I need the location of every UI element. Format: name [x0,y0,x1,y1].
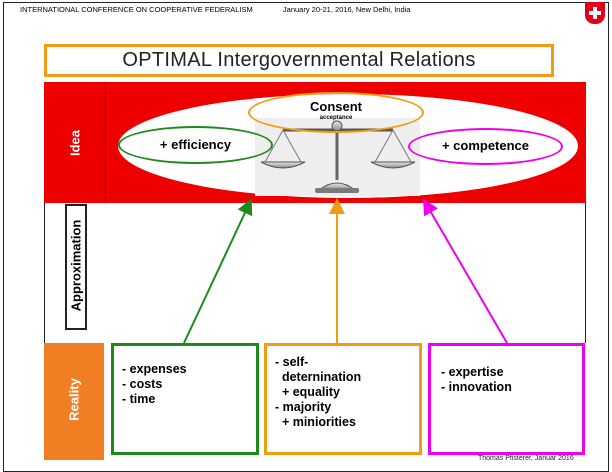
list-item: - majority [275,400,332,414]
reality-box-magenta: - expertise - innovation [428,343,585,455]
conference-date-place: January 20-21, 2016, New Delhi, India [282,5,411,14]
list-item: - time [122,392,156,406]
footer-author: Thomas Pfisterer, Januar 2016 [478,455,574,462]
left-border-line [44,203,45,343]
list-item: + equality [275,385,340,399]
approximation-box [65,204,87,330]
reality-box-orange: - self- deternination + equality - major… [264,343,422,455]
reality-label: Reality [66,378,82,421]
idea-label: Idea [67,129,83,156]
consent-sublabel: acceptance [319,115,353,121]
conference-header: INTERNATIONAL CONFERENCE ON COOPERATIVE … [20,5,410,14]
reality-box-green: - expenses - costs - time [111,343,259,455]
list-item: - costs [122,377,163,391]
conference-name: INTERNATIONAL CONFERENCE ON COOPERATIVE … [20,5,253,14]
list-item: - expertise [441,365,504,379]
list-item: - self- [275,355,309,369]
slide-title: OPTIMAL Intergovernmental Relations [44,44,554,77]
list-item: - innovation [441,380,512,394]
right-border-line [585,203,586,343]
efficiency-ellipse: + efficiency [118,126,273,164]
idea-divider [105,82,106,203]
list-item: - expenses [122,362,187,376]
consent-label: Consent [310,99,362,114]
list-item: + miniorities [275,415,356,429]
swiss-flag-icon [585,2,605,24]
reality-band [44,343,104,460]
list-item: deternination [275,370,362,384]
consent-ellipse: Consent acceptance [248,92,424,133]
approximation-label: Approximation [68,219,84,312]
competence-ellipse: + competence [408,128,563,165]
